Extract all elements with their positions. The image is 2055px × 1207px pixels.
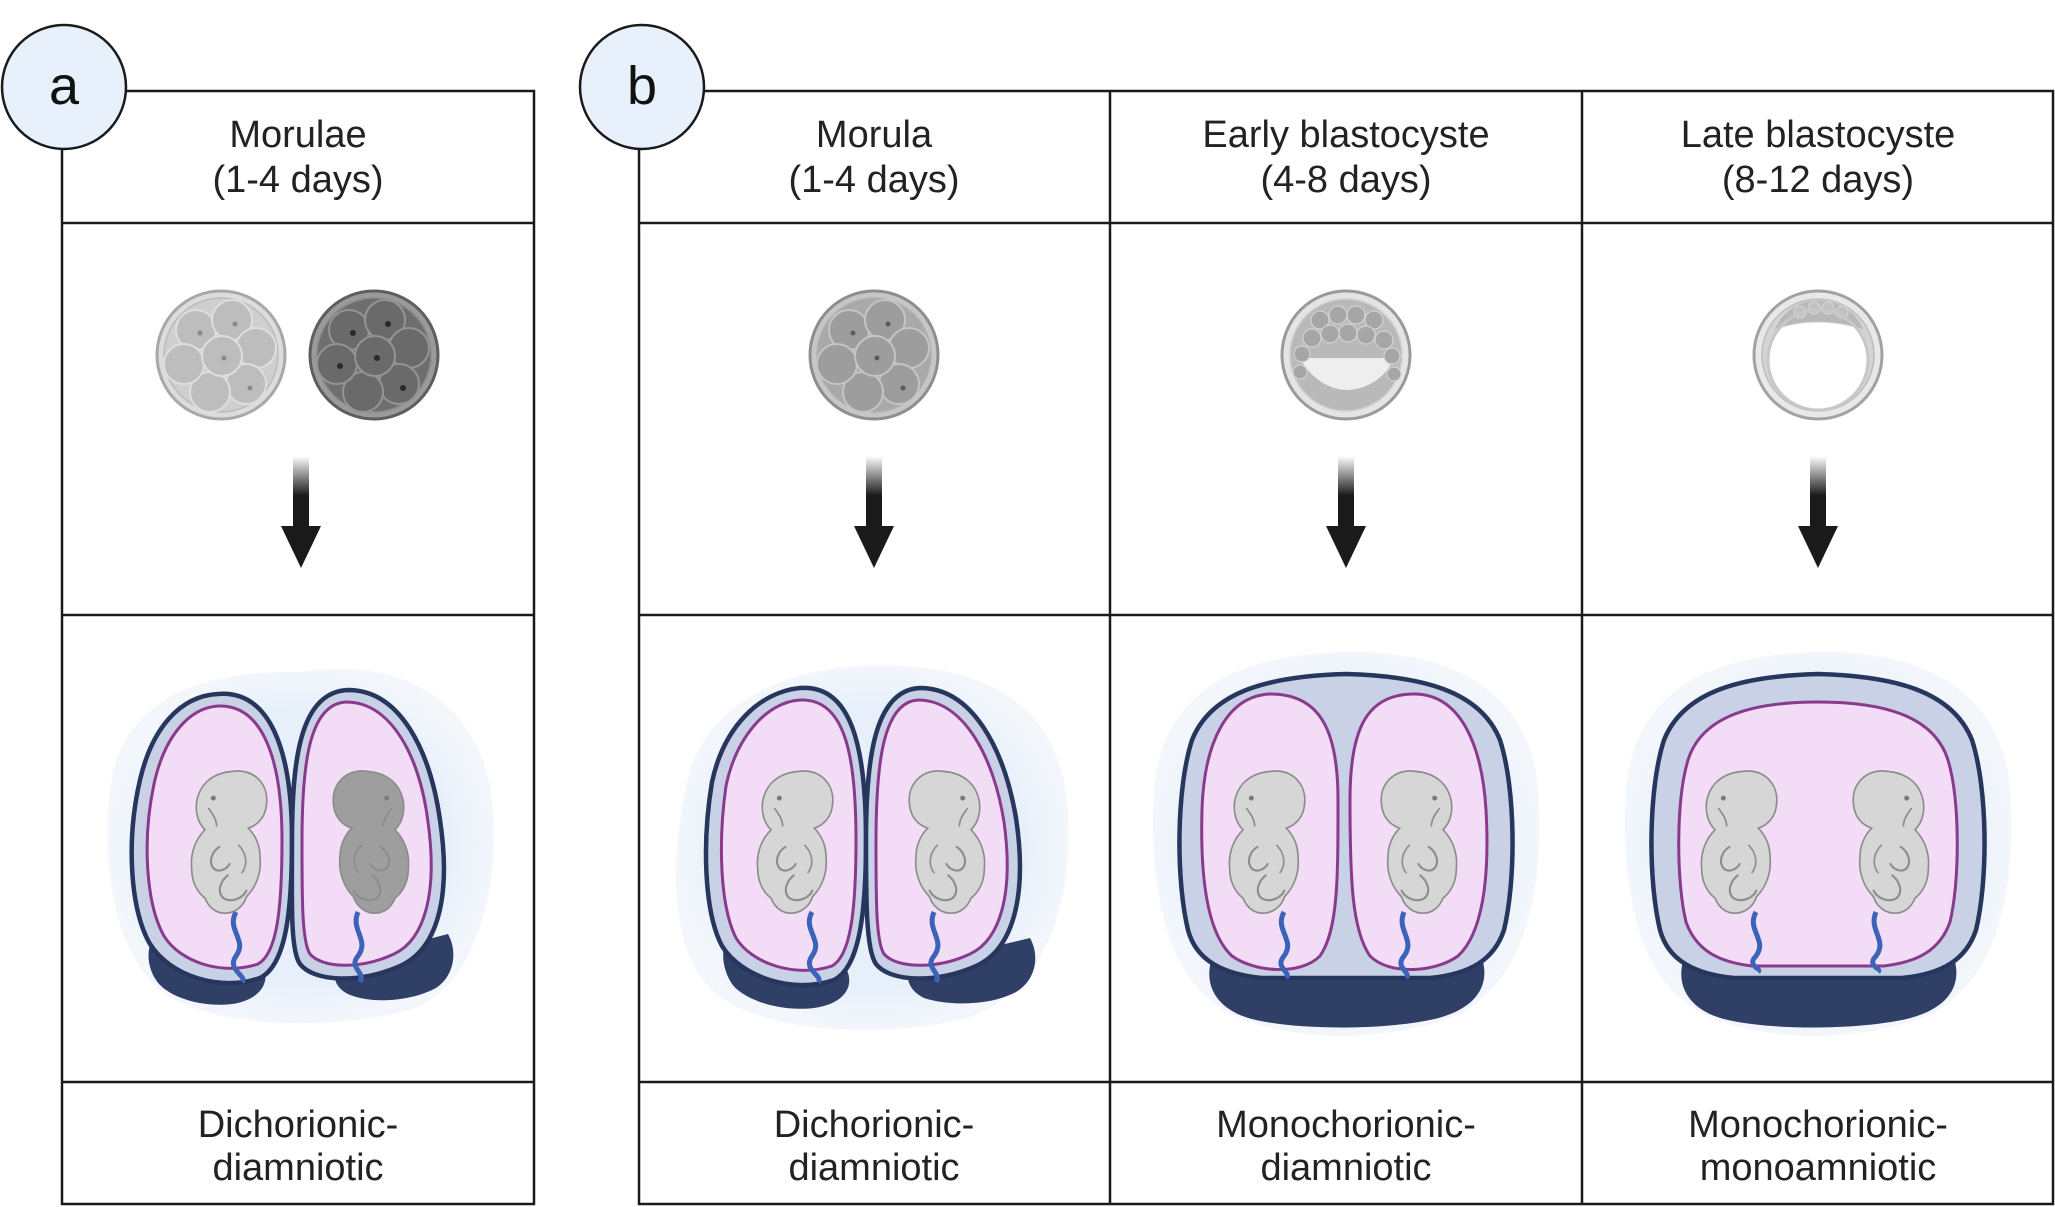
panel-a-header-line1: Morulae	[229, 114, 366, 156]
development-arrow-icon	[854, 456, 894, 568]
panel-a: Morulae (1-4 days)	[0, 23, 536, 1206]
panel-b: Morula (1-4 days) Early blastocyste (4-8…	[578, 23, 2055, 1206]
dark-morula-icon	[308, 289, 440, 421]
development-arrow-icon	[281, 456, 321, 568]
column-early-blastocyst-header-line2: (4-8 days)	[1260, 159, 1431, 201]
panel-a-badge	[0, 23, 128, 151]
light-morula-icon	[155, 289, 287, 421]
panel-a-frame	[60, 89, 536, 1206]
column-early-blastocyst-header-line1: Early blastocyste	[1202, 114, 1489, 156]
panel-a-footer-line1: Dichorionic-	[198, 1104, 399, 1146]
morula-icon	[808, 289, 940, 421]
column-late-blastocyst-header-line1: Late blastocyste	[1681, 114, 1956, 156]
early-blastocyst-icon	[1280, 289, 1412, 421]
panel-b-frame	[637, 89, 2055, 1206]
column-early-blastocyst-footer-line2: diamniotic	[1260, 1147, 1431, 1189]
dichorionic-diamniotic-illustration	[675, 665, 1069, 1031]
column-late-blastocyst-header-line2: (8-12 days)	[1722, 159, 1914, 201]
column-late-blastocyst-footer-line2: monoamniotic	[1700, 1147, 1937, 1189]
column-early-blastocyst-footer-line1: Monochorionic-	[1216, 1104, 1476, 1146]
column-morula-header-line1: Morula	[816, 114, 933, 156]
monochorionic-diamniotic-illustration	[1153, 651, 1540, 1036]
column-morula-header-line2: (1-4 days)	[788, 159, 959, 201]
dichorionic-diamniotic-illustration	[107, 668, 494, 1024]
panel-a-header-line2: (1-4 days)	[212, 159, 383, 201]
development-arrow-icon	[1798, 456, 1838, 568]
late-blastocyst-icon	[1752, 289, 1884, 421]
development-arrow-icon	[1326, 456, 1366, 568]
panel-a-letter: a	[49, 56, 80, 116]
panel-a-footer-line2: diamniotic	[212, 1147, 383, 1189]
column-morula-footer-line1: Dichorionic-	[774, 1104, 975, 1146]
panel-b-badge	[578, 23, 706, 151]
panel-b-letter: b	[627, 56, 657, 116]
column-late-blastocyst-footer-line1: Monochorionic-	[1688, 1104, 1948, 1146]
monochorionic-monoamniotic-illustration	[1625, 651, 2012, 1036]
column-morula-footer-line2: diamniotic	[788, 1147, 959, 1189]
